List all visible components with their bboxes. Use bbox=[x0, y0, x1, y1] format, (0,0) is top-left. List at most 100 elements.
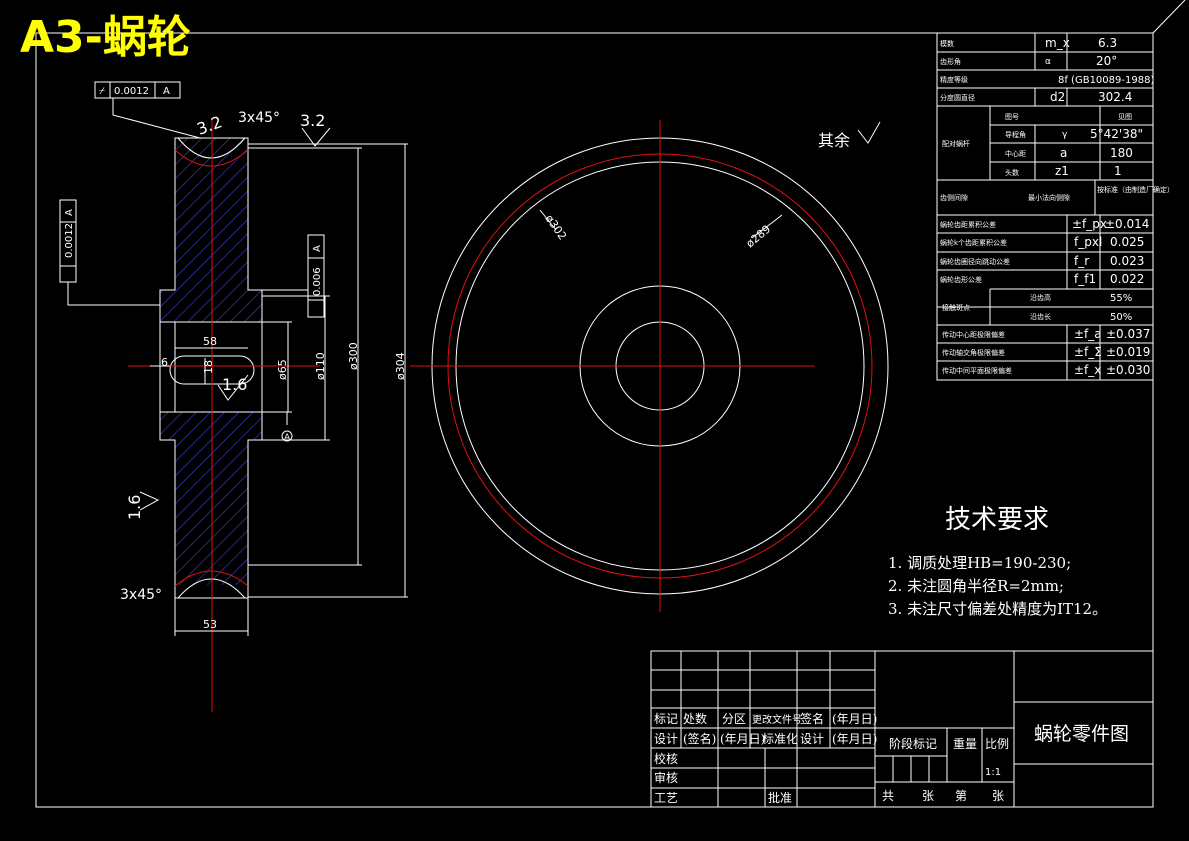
mesh-group-label: 配对蜗杆 bbox=[942, 139, 970, 148]
tail-value: ±0.030 bbox=[1106, 363, 1150, 377]
width-dim: 53 bbox=[203, 618, 217, 631]
tb-cell: 重量 bbox=[953, 737, 977, 751]
tb-cell: 标记 bbox=[654, 712, 678, 726]
param-symbol: d2 bbox=[1050, 90, 1065, 104]
tb-cell: 1:1 bbox=[985, 767, 1001, 778]
param-value: 20° bbox=[1096, 54, 1117, 68]
contact-item-value: 55% bbox=[1110, 293, 1132, 304]
tb-cell: 张 bbox=[992, 789, 1004, 803]
datum-ref: A bbox=[163, 86, 170, 97]
drawing-title: A3-蜗轮 bbox=[20, 12, 191, 63]
tol-symbol: f_r bbox=[1074, 254, 1089, 268]
tolerance-value: 0.0012 bbox=[64, 223, 75, 258]
contact-mid: 最小法向侧隙 bbox=[1028, 193, 1070, 202]
param-label: 齿形角 bbox=[940, 57, 961, 66]
tb-cell: 设计 bbox=[800, 732, 824, 746]
tol-symbol: f_pxl bbox=[1074, 235, 1102, 249]
datum-ref: A bbox=[64, 209, 75, 216]
param-symbol: m_x bbox=[1045, 36, 1070, 50]
datum-ref: A bbox=[312, 245, 323, 252]
param-label: 分度圆直径 bbox=[940, 93, 975, 102]
param-value: 302.4 bbox=[1098, 90, 1132, 104]
tb-cell: 校核 bbox=[654, 751, 678, 766]
tech-req-heading: 技术要求 bbox=[945, 505, 1049, 535]
roughness-rest-label: 其余 bbox=[818, 131, 850, 150]
param-label: 模数 bbox=[940, 39, 954, 48]
tolerance-value: 0.006 bbox=[312, 267, 323, 296]
tol-label: 蜗轮齿形公差 bbox=[940, 275, 982, 284]
contact-item-label: 沿齿高 bbox=[1030, 293, 1051, 302]
front-view bbox=[410, 120, 889, 612]
mesh-value: 5°42'38" bbox=[1090, 127, 1143, 141]
tolerance-symbol-icon: ⌿ bbox=[99, 86, 105, 97]
tb-cell: 批准 bbox=[768, 790, 792, 805]
tb-cell: 共 bbox=[882, 789, 894, 803]
contact-label: 齿侧间隙 bbox=[940, 193, 968, 202]
mesh-label: 中心距 bbox=[1005, 149, 1026, 158]
param-label: 精度等级 bbox=[940, 75, 968, 84]
tol-value: 0.022 bbox=[1110, 272, 1144, 286]
tb-cell: 处数 bbox=[683, 711, 707, 726]
datum-letter: A bbox=[284, 433, 291, 443]
chamfer-bottom-dim: 3x45° bbox=[120, 587, 162, 603]
tb-cell: 更改文件号 bbox=[752, 713, 802, 726]
tb-cell: 审核 bbox=[654, 770, 678, 785]
tb-cell: 张 bbox=[922, 789, 934, 803]
tb-cell: 比例 bbox=[985, 737, 1009, 751]
keyway-dim: 6 bbox=[161, 356, 168, 369]
mesh-symbol: a bbox=[1060, 146, 1067, 160]
tb-cell: 阶段标记 bbox=[889, 736, 937, 751]
mesh-symbol: z1 bbox=[1055, 164, 1069, 178]
d304-dim: ø304 bbox=[394, 352, 407, 380]
contact-item-value: 50% bbox=[1110, 312, 1132, 323]
title-block-text: 标记 处数 分区 更改文件号 签名 (年月日) 设计 (签名) (年月日) 标准… bbox=[654, 711, 1129, 805]
d110-dim: ø110 bbox=[314, 352, 327, 380]
section-view bbox=[59, 81, 881, 712]
mesh-label: 图号 bbox=[1005, 113, 1019, 121]
param-symbol: α bbox=[1045, 57, 1051, 67]
roughness-value: 1.6 bbox=[125, 495, 144, 520]
tail-label: 传动中间平面极限偏差 bbox=[942, 366, 1012, 375]
tech-req-item: 2. 未注圆角半径R=2mm; bbox=[888, 577, 1064, 595]
tech-req-item: 3. 未注尺寸偏差处精度为IT12。 bbox=[888, 600, 1107, 618]
tol-label: 蜗轮齿圈径向跳动公差 bbox=[940, 257, 1010, 266]
key-height-dim: 18 bbox=[202, 360, 215, 374]
drawing-frame bbox=[35, 32, 1154, 808]
tb-cell: 第 bbox=[955, 789, 967, 803]
tol-label: 蜗轮齿距累积公差 bbox=[940, 220, 996, 229]
tb-cell: 签名 bbox=[800, 711, 824, 726]
tb-cell: (年月日) bbox=[832, 732, 877, 746]
tail-symbol: ±f_x bbox=[1074, 363, 1101, 377]
tolerance-value: 0.0012 bbox=[114, 86, 149, 97]
param-table-text: 模数 m_x 6.3 齿形角 α 20° 精度等级 8f (GB10089-19… bbox=[940, 36, 1174, 377]
contact-value: 按标准（由制造厂确定） bbox=[1097, 185, 1174, 194]
tail-symbol: ±f_a bbox=[1074, 327, 1102, 341]
tb-cell: (年月日) bbox=[720, 732, 765, 746]
tol-label: 蜗轮k个齿距累积公差 bbox=[940, 238, 1007, 247]
contact-item-label: 沿齿长 bbox=[1030, 312, 1051, 321]
mesh-value: 180 bbox=[1110, 146, 1133, 160]
roughness-value: 1.6 bbox=[222, 375, 247, 394]
part-name: 蜗轮零件图 bbox=[1034, 723, 1129, 745]
tol-symbol: ±f_px bbox=[1072, 217, 1107, 231]
tol-value: 0.023 bbox=[1110, 254, 1144, 268]
tech-req-item: 1. 调质处理HB=190-230; bbox=[888, 554, 1071, 572]
tb-cell: 分区 bbox=[722, 712, 746, 726]
mesh-value: 1 bbox=[1114, 164, 1122, 178]
tb-cell: 工艺 bbox=[654, 791, 678, 805]
hub-length-dim: 58 bbox=[203, 335, 217, 348]
corner-line bbox=[1152, 0, 1186, 34]
param-value: 8f (GB10089-1988) bbox=[1058, 75, 1154, 86]
tb-cell: (年月日) bbox=[832, 712, 877, 726]
title-block bbox=[650, 650, 1154, 808]
param-value: 6.3 bbox=[1098, 36, 1117, 50]
d302-dim: ø302 bbox=[543, 212, 570, 242]
tail-symbol: ±f_Σ bbox=[1074, 345, 1102, 359]
tb-cell: 设计 bbox=[654, 732, 678, 746]
roughness-value: 3.2 bbox=[194, 112, 224, 139]
chamfer-top-dim: 3x45° bbox=[238, 110, 280, 126]
mesh-label: 头数 bbox=[1005, 168, 1019, 177]
parameter-table bbox=[936, 32, 1154, 381]
roughness-value: 3.2 bbox=[300, 111, 325, 130]
